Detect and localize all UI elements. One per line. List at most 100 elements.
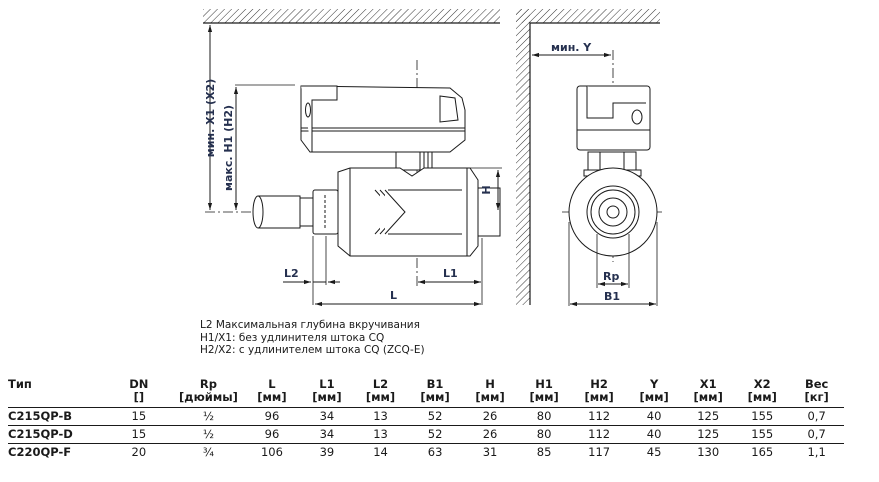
- cell: 125: [681, 425, 736, 444]
- cell: 112: [571, 407, 628, 426]
- unit-weight: [кг]: [789, 391, 844, 408]
- cell: 40: [627, 425, 682, 444]
- front-valve-body: [568, 167, 658, 257]
- cell: ½: [172, 425, 244, 444]
- col-header-x1: X1: [699, 377, 717, 391]
- cell: 20: [131, 445, 147, 459]
- cell: 80: [517, 425, 572, 444]
- dim-label-l2: L2: [284, 267, 299, 280]
- actuator-body: [300, 85, 466, 153]
- cell: 31: [482, 445, 498, 459]
- table-row: C220QP-F 20 ¾ 106 39 14 63 31 85 117 45 …: [8, 444, 844, 462]
- front-actuator: [576, 85, 651, 177]
- corner-wall-hatch-top: [516, 9, 660, 23]
- cell: 40: [627, 407, 682, 426]
- dim-label-l1: L1: [443, 267, 458, 280]
- col-header-weight: Вес: [804, 377, 829, 391]
- col-header-rp: Rp: [199, 377, 217, 391]
- dim-label-max-h1: макс. H1 (H2): [222, 105, 235, 191]
- corner-wall-hatch-left: [516, 9, 530, 305]
- cell: 130: [697, 445, 720, 459]
- cell: 13: [353, 425, 408, 444]
- col-header-h1: H1: [535, 377, 553, 391]
- note-h1-x1: H1/X1: без удлинителя штока CQ: [200, 331, 385, 344]
- cell: 15: [104, 407, 173, 426]
- unit-h2: [мм]: [571, 391, 628, 408]
- unit-type: [8, 391, 105, 408]
- unit-l1: [мм]: [299, 391, 354, 408]
- cell: 45: [646, 445, 662, 459]
- cell: 34: [299, 407, 354, 426]
- note-h2-x2: H2/X2: с удлинителем штока CQ (ZCQ-E): [200, 344, 425, 356]
- cell: 39: [319, 445, 335, 459]
- cell: 155: [735, 425, 790, 444]
- cell: 0,7: [789, 407, 844, 426]
- dim-label-l: L: [390, 289, 397, 302]
- unit-rp: [дюймы]: [172, 391, 244, 408]
- cell: 117: [588, 445, 611, 459]
- note-l2: L2 Максимальная глубина вкручивания: [200, 319, 420, 331]
- dim-label-min-y: мин. Y: [551, 41, 592, 54]
- cell: 63: [427, 445, 443, 459]
- dim-label-h: H: [480, 185, 493, 194]
- unit-l: [мм]: [243, 391, 300, 408]
- cell: 112: [571, 425, 628, 444]
- dim-label-rp: Rp: [603, 270, 619, 283]
- valve-dimension-drawing: мин. X1 (X2) макс. H1 (H2): [203, 9, 662, 307]
- valve-body: [312, 167, 501, 257]
- unit-x2: [мм]: [735, 391, 790, 408]
- cell-type: C215QP-B: [8, 407, 105, 426]
- ceiling-hatch: [203, 9, 500, 23]
- cell: 26: [463, 407, 518, 426]
- col-header-l: L: [268, 377, 276, 391]
- cell: 1,1: [807, 445, 826, 459]
- col-header-h: H: [485, 377, 495, 391]
- cell: 96: [243, 407, 300, 426]
- col-header-x2: X2: [753, 377, 771, 391]
- cell: 34: [299, 425, 354, 444]
- drawing-notes: L2 Максимальная глубина вкручивания H1/X…: [200, 319, 425, 357]
- header-row-units: [] [дюймы] [мм] [мм] [мм] [мм] [мм] [мм]…: [8, 391, 844, 408]
- specification-table: Тип DN Rp L L1 L2 B1 H H1 H2 Y X1 X2 Вес…: [8, 378, 844, 461]
- cell-type: C220QP-F: [8, 445, 72, 459]
- col-header-type: Тип: [8, 377, 32, 391]
- unit-dn: []: [104, 391, 173, 408]
- col-header-h2: H2: [590, 377, 608, 391]
- unit-b1: [мм]: [407, 391, 464, 408]
- cell: 80: [517, 407, 572, 426]
- col-header-b1: B1: [426, 377, 444, 391]
- unit-h: [мм]: [463, 391, 518, 408]
- cell: 155: [735, 407, 790, 426]
- cell: 14: [373, 445, 388, 459]
- pipe: [252, 195, 315, 229]
- cell: 125: [681, 407, 736, 426]
- col-header-l2: L2: [372, 377, 389, 391]
- table-row: C215QP-D 15 ½ 96 34 13 52 26 80 112 40 1…: [8, 425, 844, 444]
- unit-y: [мм]: [627, 391, 682, 408]
- side-view: мин. X1 (X2) макс. H1 (H2): [203, 9, 502, 307]
- cell: 85: [536, 445, 552, 459]
- cell: 15: [104, 425, 173, 444]
- cell-type: C215QP-D: [8, 425, 105, 444]
- cell: 52: [407, 425, 464, 444]
- col-header-y: Y: [649, 377, 659, 391]
- cell: 96: [243, 425, 300, 444]
- unit-h1: [мм]: [517, 391, 572, 408]
- dim-label-min-x1: мин. X1 (X2): [204, 79, 217, 157]
- col-header-dn: DN: [129, 377, 149, 391]
- cell: 165: [751, 445, 774, 459]
- front-view: мин. Y Rp B: [516, 9, 662, 307]
- cell: ¾: [202, 445, 215, 459]
- table-row: C215QP-B 15 ½ 96 34 13 52 26 80 112 40 1…: [8, 407, 844, 426]
- unit-l2: [мм]: [353, 391, 408, 408]
- col-header-l1: L1: [319, 377, 335, 391]
- cell: 13: [353, 407, 408, 426]
- header-row-names: Тип DN Rp L L1 L2 B1 H H1 H2 Y X1 X2 Вес: [8, 378, 844, 391]
- dim-label-b1: B1: [604, 290, 620, 303]
- cell: 106: [260, 445, 283, 459]
- cell: 0,7: [789, 425, 844, 444]
- cell: 52: [407, 407, 464, 426]
- valve-stem: [395, 151, 433, 171]
- unit-x1: [мм]: [681, 391, 736, 408]
- cell: ½: [172, 407, 244, 426]
